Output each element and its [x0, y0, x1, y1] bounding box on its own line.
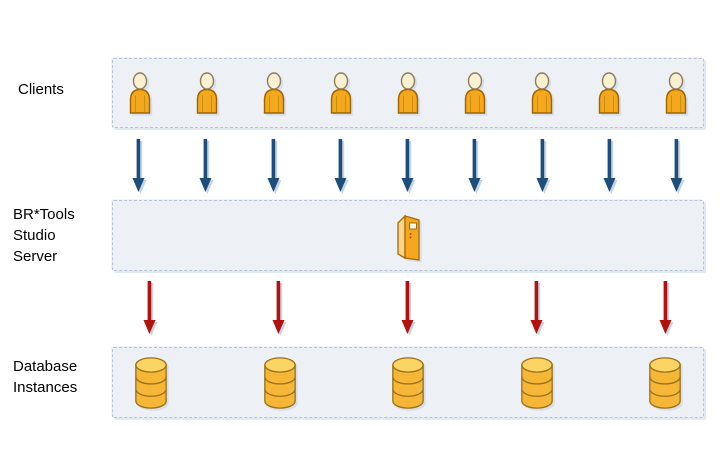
server-label-line1: BR*Tools [13, 206, 75, 223]
clients-box [112, 58, 704, 128]
person-icon [260, 72, 288, 114]
down-arrow-icon [519, 281, 555, 335]
database-icon [390, 356, 426, 410]
down-arrow-icon [461, 139, 489, 193]
person-icon [461, 72, 489, 114]
person-icon [595, 72, 623, 114]
database-icon [262, 356, 298, 410]
database-instances-label: Database Instances [13, 356, 77, 398]
down-arrow-icon [390, 281, 426, 335]
down-arrow-icon [132, 281, 168, 335]
server-label-line3: Server [13, 248, 58, 265]
server-label-line2: Studio [13, 227, 56, 244]
database-instances-box [112, 347, 704, 418]
server-to-db-arrows [112, 281, 704, 335]
person-icon [126, 72, 154, 114]
server-label: BR*Tools Studio Server [13, 204, 75, 267]
down-arrow-icon [663, 139, 691, 193]
person-icon [662, 72, 690, 114]
database-icon [647, 356, 683, 410]
server-tower-icon [393, 211, 423, 261]
person-icon [528, 72, 556, 114]
down-arrow-icon [261, 281, 297, 335]
down-arrow-icon [125, 139, 153, 193]
db-label-line2: Instances [13, 379, 78, 396]
clients-icon-row [113, 59, 703, 127]
person-icon [327, 72, 355, 114]
database-icon [133, 356, 169, 410]
down-arrow-icon [260, 139, 288, 193]
down-arrow-icon [529, 139, 557, 193]
down-arrow-icon [394, 139, 422, 193]
clients-label: Clients [18, 81, 64, 98]
down-arrow-icon [327, 139, 355, 193]
down-arrow-icon [596, 139, 624, 193]
person-icon [394, 72, 422, 114]
db-label-line1: Database [13, 358, 78, 375]
database-icon [519, 356, 555, 410]
down-arrow-icon [192, 139, 220, 193]
server-box [112, 200, 704, 271]
down-arrow-icon [648, 281, 684, 335]
person-icon [193, 72, 221, 114]
client-to-server-arrows [112, 139, 704, 193]
database-icon-row [113, 348, 703, 417]
